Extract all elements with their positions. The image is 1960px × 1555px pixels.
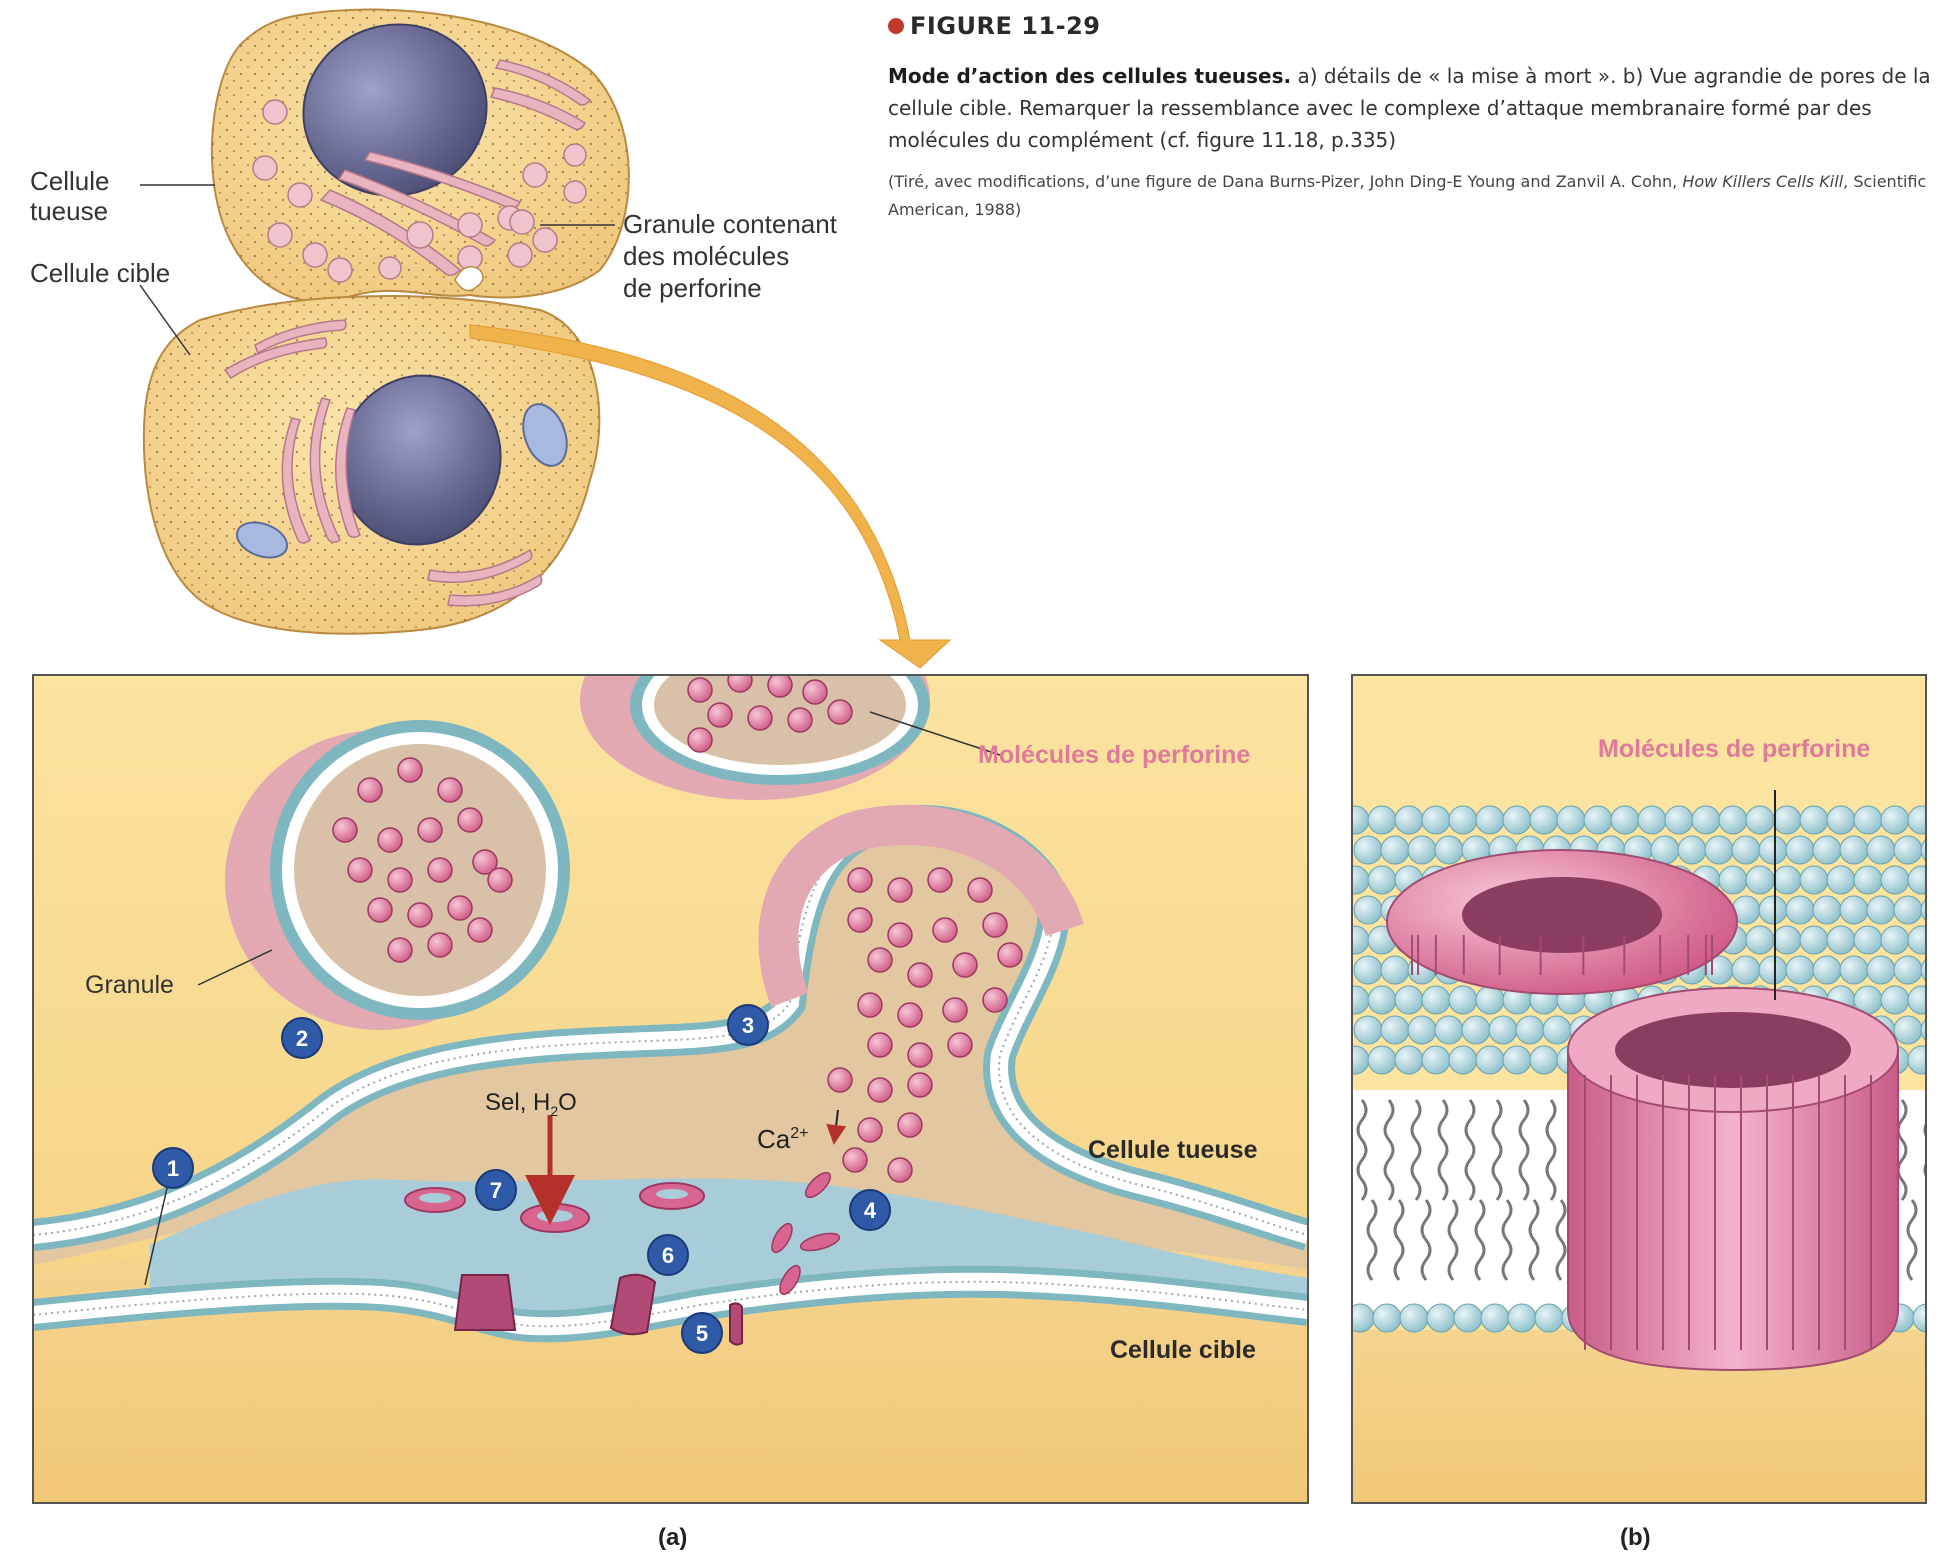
label-killer-cell-line1: Cellule: [30, 166, 110, 196]
caption-a: (a): [658, 1524, 687, 1551]
step-badge-6: 6: [648, 1235, 688, 1275]
perforin-molecule: [888, 878, 912, 902]
label-granule-line3: de perforine: [623, 273, 762, 303]
label-a-granule: Granule: [85, 971, 174, 999]
perforin-molecule: [408, 903, 432, 927]
label-granule-line2: des molécules: [623, 241, 789, 271]
perforin-molecule: [428, 933, 452, 957]
perforin-molecule: [868, 1033, 892, 1057]
perforin-molecule: [848, 868, 872, 892]
perforin-molecule: [908, 1073, 932, 1097]
perforin-molecule: [788, 708, 812, 732]
perforin-molecule: [388, 868, 412, 892]
perforin-molecule: [388, 938, 412, 962]
perforin-molecule: [748, 706, 772, 730]
caption-b: (b): [1620, 1524, 1651, 1551]
perforin-molecule: [418, 818, 442, 842]
label-a-perforin: Molécules de perforine: [978, 741, 1250, 769]
perforin-molecule: [768, 673, 792, 697]
label-target-cell: Cellule cible: [30, 258, 170, 288]
perforin-molecule: [448, 896, 472, 920]
label-granule-line1: Granule contenant: [623, 209, 838, 239]
perforin-molecule: [688, 728, 712, 752]
source-title: How Killers Cells Kill: [1682, 172, 1843, 191]
perforin-molecule: [428, 858, 452, 882]
figure-caption: FIGURE 11-29 Mode d’action des cellules …: [888, 12, 1948, 224]
step-badge-7: 7: [476, 1170, 516, 1210]
perforin-molecule: [708, 703, 732, 727]
perforin-molecule: [983, 913, 1007, 937]
perforin-molecule: [333, 818, 357, 842]
pore-front: [1568, 988, 1898, 1370]
figure-number: FIGURE 11-29: [888, 12, 1948, 40]
step-number: 6: [662, 1243, 674, 1268]
pore-back: [1387, 850, 1737, 994]
perforin-molecule: [908, 1043, 932, 1067]
step-number: 5: [696, 1321, 708, 1346]
perforin-molecule: [953, 953, 977, 977]
step-number: 7: [490, 1178, 502, 1203]
label-killer-cell-line2: tueuse: [30, 196, 108, 226]
perforin-molecule: [928, 868, 952, 892]
perforin-molecule: [898, 1003, 922, 1027]
bullet-icon: [888, 18, 904, 34]
perforin-molecule: [368, 898, 392, 922]
perforin-molecule: [348, 858, 372, 882]
label-a-target-cell: Cellule cible: [1110, 1336, 1256, 1364]
perforin-molecule: [943, 998, 967, 1022]
step-badge-5: 5: [682, 1313, 722, 1353]
perforin-molecule: [468, 918, 492, 942]
perforin-molecule: [983, 988, 1007, 1012]
perforin-molecule: [458, 808, 482, 832]
perforin-molecule: [398, 758, 422, 782]
panel-b: [1341, 675, 1949, 1503]
perforin-molecule: [803, 680, 827, 704]
caption-body: Mode d’action des cellules tueuses. a) d…: [888, 60, 1948, 156]
perforin-molecule: [728, 668, 752, 692]
label-salt-water: Sel, H2O: [485, 1089, 577, 1119]
perforin-molecule: [968, 878, 992, 902]
perforin-molecule: [888, 1158, 912, 1182]
perforin-molecule: [868, 948, 892, 972]
step-badge-4: 4: [850, 1190, 890, 1230]
caption-source: (Tiré, avec modifications, d’une figure …: [888, 168, 1948, 224]
label-a-killer-cell: Cellule tueuse: [1088, 1136, 1258, 1164]
panel-a: [33, 600, 1308, 1503]
step-number: 4: [864, 1198, 877, 1223]
perforin-molecule: [858, 993, 882, 1017]
step-number: 2: [296, 1026, 308, 1051]
perforin-molecule: [898, 1113, 922, 1137]
step-badge-2: 2: [282, 1018, 322, 1058]
perforin-molecule: [828, 1068, 852, 1092]
perforin-molecule: [488, 868, 512, 892]
step-badge-1: 1: [153, 1148, 193, 1188]
overview-illustration: [140, 4, 950, 668]
perforin-molecule: [868, 1078, 892, 1102]
perforin-molecule: [858, 1118, 882, 1142]
perforin-molecule: [848, 908, 872, 932]
step-badge-3: 3: [728, 1005, 768, 1045]
perforin-molecule: [888, 923, 912, 947]
perforin-molecule: [438, 778, 462, 802]
perforin-molecule: [688, 678, 712, 702]
perforin-molecule: [933, 918, 957, 942]
step-number: 1: [167, 1156, 179, 1181]
perforin-molecule: [358, 778, 382, 802]
perforin-molecule: [378, 828, 402, 852]
label-b-perforin: Molécules de perforine: [1598, 735, 1870, 763]
perforin-molecule: [948, 1033, 972, 1057]
caption-lead: Mode d’action des cellules tueuses.: [888, 64, 1291, 88]
perforin-molecule: [843, 1148, 867, 1172]
figure-number-text: FIGURE 11-29: [910, 12, 1101, 40]
perforin-molecule: [908, 963, 932, 987]
step-number: 3: [742, 1013, 754, 1038]
source-prefix: (Tiré, avec modifications, d’une figure …: [888, 172, 1677, 191]
perforin-molecule: [828, 700, 852, 724]
perforin-molecule: [998, 943, 1022, 967]
granule-top: [580, 600, 930, 800]
